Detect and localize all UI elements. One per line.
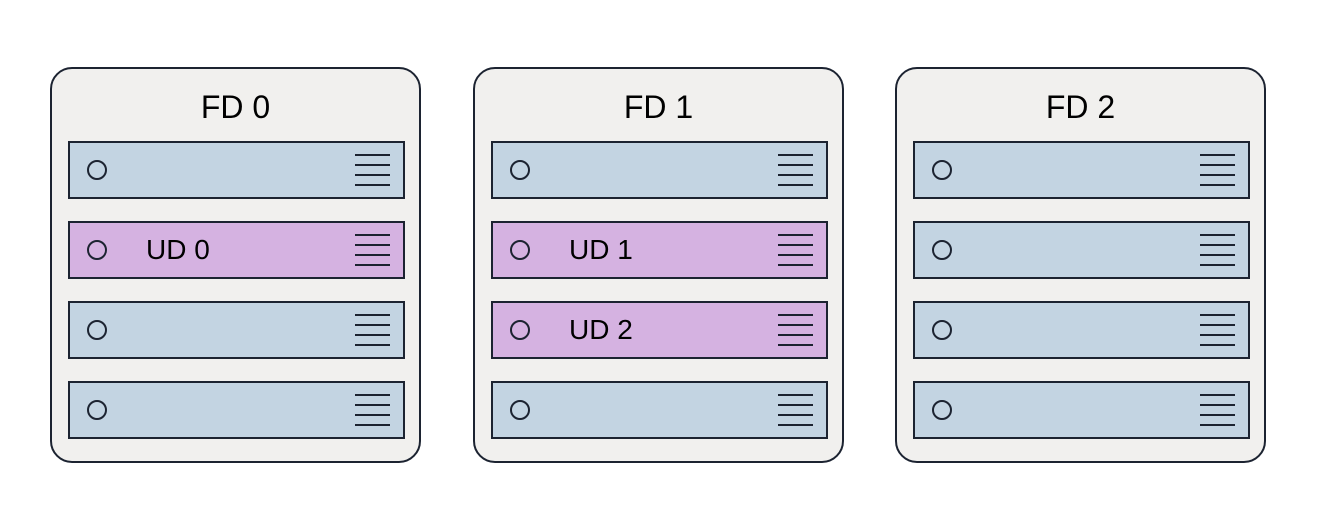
server-rack-unit [491, 381, 828, 439]
fault-domain-title: FD 2 [1045, 89, 1116, 125]
server-vent-icon [355, 393, 390, 427]
fault-domain-0: FD 0 UD 0 [50, 67, 421, 463]
server-vent-icon [778, 313, 813, 347]
power-indicator-icon [87, 240, 107, 260]
update-domain-label: UD 1 [569, 234, 633, 265]
server-rack-unit [913, 301, 1250, 359]
server-rack-unit [68, 301, 405, 359]
server-vent-icon [1200, 233, 1235, 267]
update-domain-label: UD 0 [146, 234, 210, 265]
server-rack-unit [913, 141, 1250, 199]
power-indicator-icon [932, 240, 952, 260]
server-rack-unit [491, 141, 828, 199]
fault-domain-1: FD 1 UD 1 UD 2 [473, 67, 844, 463]
power-indicator-icon [510, 160, 530, 180]
server-vent-icon [778, 153, 813, 187]
server-vent-icon [355, 313, 390, 347]
server-rack-unit [68, 141, 405, 199]
power-indicator-icon [932, 160, 952, 180]
power-indicator-icon [932, 400, 952, 420]
power-indicator-icon [87, 160, 107, 180]
power-indicator-icon [510, 320, 530, 340]
server-vent-icon [355, 233, 390, 267]
fault-domain-2: FD 2 [895, 67, 1266, 463]
power-indicator-icon [87, 320, 107, 340]
server-rack-unit [913, 221, 1250, 279]
server-rack-unit-update-domain: UD 1 [491, 221, 828, 279]
server-vent-icon [1200, 153, 1235, 187]
server-vent-icon [778, 233, 813, 267]
power-indicator-icon [510, 400, 530, 420]
fault-domain-title: FD 1 [623, 89, 694, 125]
server-rack-unit [913, 381, 1250, 439]
power-indicator-icon [932, 320, 952, 340]
fault-domain-title: FD 0 [200, 89, 271, 125]
server-rack-unit-update-domain: UD 0 [68, 221, 405, 279]
server-rack-unit-update-domain: UD 2 [491, 301, 828, 359]
update-domain-label: UD 2 [569, 314, 633, 345]
server-vent-icon [355, 153, 390, 187]
server-vent-icon [1200, 393, 1235, 427]
server-vent-icon [1200, 313, 1235, 347]
server-rack-unit [68, 381, 405, 439]
power-indicator-icon [510, 240, 530, 260]
power-indicator-icon [87, 400, 107, 420]
server-vent-icon [778, 393, 813, 427]
